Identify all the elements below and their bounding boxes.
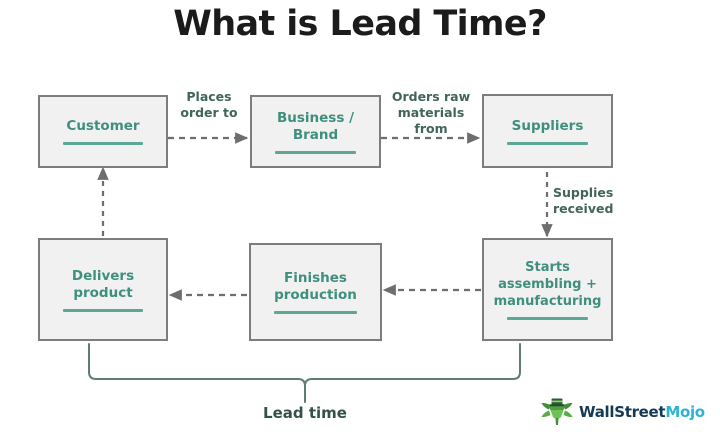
node-finishes-production[interactable]: Finishes production: [249, 243, 382, 341]
node-suppliers-label: Suppliers: [511, 117, 584, 134]
node-business-brand-rule: [274, 150, 357, 154]
logo-wordmark: WallStreetMojo: [579, 403, 705, 421]
lead-time-bracket: [88, 343, 521, 387]
node-business-brand[interactable]: Business / Brand: [250, 95, 381, 168]
node-suppliers-rule: [506, 141, 589, 145]
node-customer[interactable]: Customer: [38, 95, 168, 168]
node-delivers-product-rule: [62, 308, 144, 312]
node-finishes-production-rule: [274, 311, 357, 314]
wallstreetmojo-logo[interactable]: WallStreetMojo: [540, 396, 705, 428]
bull-head-icon: [541, 398, 573, 425]
edge-label-orders-raw-materials-from: Orders raw materials from: [391, 89, 471, 136]
node-customer-label: Customer: [66, 118, 140, 134]
node-business-brand-label: Business / Brand: [276, 109, 355, 143]
logo-text-accent: Mojo: [665, 403, 705, 421]
node-starts-assembling[interactable]: Starts assembling + manufacturing: [482, 238, 613, 341]
node-customer-rule: [62, 142, 144, 145]
node-starts-assembling-rule: [506, 317, 589, 320]
edge-label-places-order-to: Places order to: [180, 89, 238, 120]
node-finishes-production-label: Finishes production: [274, 270, 357, 303]
edge-label-supplies-received: Supplies received: [553, 185, 614, 216]
lead-time-label: Lead time: [263, 404, 347, 422]
node-delivers-product[interactable]: Delivers product: [38, 238, 168, 341]
node-delivers-product-label: Delivers product: [71, 267, 135, 301]
node-suppliers[interactable]: Suppliers: [482, 94, 613, 168]
logo-text-primary: WallStreet: [579, 403, 666, 421]
page-title: What is Lead Time?: [173, 4, 547, 44]
node-starts-assembling-label: Starts assembling + manufacturing: [493, 260, 602, 309]
